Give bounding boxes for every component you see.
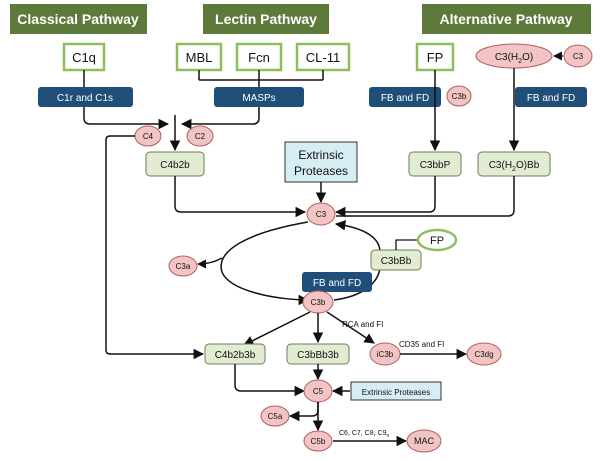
mbl-box: MBL bbox=[175, 42, 223, 72]
ic3b-oval: iC3b bbox=[369, 342, 401, 366]
c3b-to-ic3b-arrow bbox=[326, 311, 375, 344]
lectin-pathway-header: Lectin Pathway bbox=[203, 4, 329, 34]
c3h2obb-box: C3(H2O)Bb bbox=[477, 151, 551, 177]
loop-left-arrow bbox=[220, 221, 310, 306]
extrinsic-proteases-small-box: Extrinsic Proteases bbox=[350, 381, 442, 401]
svg-text:C3(H2O): C3(H2O) bbox=[495, 52, 533, 65]
c5b-oval: C5b bbox=[303, 430, 333, 452]
c3dg-oval: C3dg bbox=[466, 342, 502, 366]
fp-top-box: FP bbox=[415, 42, 455, 72]
svg-text:Extrinsic: Extrinsic bbox=[298, 148, 343, 162]
masps-to-c4b2b-arrow bbox=[180, 107, 260, 130]
svg-text:C4b2b3b: C4b2b3b bbox=[215, 350, 256, 361]
svg-text:C4b2b: C4b2b bbox=[160, 160, 190, 171]
cd35-fi-label: CD35 and FI bbox=[399, 340, 444, 349]
c3-top-oval: C3 bbox=[563, 44, 593, 68]
extrinsic-proteases-box: Extrinsic Proteases bbox=[284, 141, 358, 183]
svg-text:Lectin Pathway: Lectin Pathway bbox=[215, 11, 317, 27]
svg-text:C4: C4 bbox=[143, 132, 154, 141]
svg-text:C2: C2 bbox=[195, 132, 206, 141]
c3bbp-box: C3bbP bbox=[408, 151, 462, 177]
svg-text:Fcn: Fcn bbox=[248, 50, 270, 65]
c3b-center-oval: C3b bbox=[302, 290, 334, 314]
svg-text:C3a: C3a bbox=[176, 262, 191, 271]
svg-text:C3b: C3b bbox=[311, 298, 326, 307]
svg-text:FP: FP bbox=[430, 235, 444, 247]
c4b2b-box: C4b2b bbox=[145, 151, 205, 177]
svg-text:FB and FD: FB and FD bbox=[381, 93, 429, 104]
c3-h2o-oval: C3(H2O) bbox=[475, 43, 553, 69]
svg-text:Extrinsic Proteases: Extrinsic Proteases bbox=[362, 388, 430, 397]
c4-to-c4b2b3b-arrow bbox=[105, 135, 205, 360]
svg-text:C3bBb: C3bBb bbox=[381, 256, 412, 267]
svg-text:C3b: C3b bbox=[452, 92, 467, 101]
masps-label: MASPs bbox=[214, 87, 304, 107]
svg-text:CL-11: CL-11 bbox=[306, 50, 340, 65]
c4-oval: C4 bbox=[134, 125, 162, 147]
svg-text:C5: C5 bbox=[313, 387, 324, 396]
loop-right-upper-arrow bbox=[334, 220, 381, 253]
cl11-box: CL-11 bbox=[295, 42, 351, 72]
svg-text:iC3b: iC3b bbox=[377, 350, 394, 359]
alternative-pathway-header: Alternative Pathway bbox=[422, 4, 591, 34]
c3b-top-oval: C3b bbox=[446, 85, 472, 107]
svg-text:C3dg: C3dg bbox=[474, 350, 493, 359]
svg-text:C3: C3 bbox=[316, 210, 327, 219]
c1r-c1s-label: C1r and C1s bbox=[38, 87, 133, 107]
c4b2b-to-c3-arrow bbox=[174, 176, 307, 218]
c2-oval: C2 bbox=[186, 125, 214, 147]
svg-text:FB and FD: FB and FD bbox=[527, 93, 575, 104]
c3h2obb-to-c3-line bbox=[336, 176, 515, 217]
svg-text:C5a: C5a bbox=[268, 412, 283, 421]
svg-text:MASPs: MASPs bbox=[242, 93, 275, 104]
svg-text:C5b: C5b bbox=[311, 437, 326, 446]
svg-text:C1r and C1s: C1r and C1s bbox=[57, 93, 113, 104]
c5-oval: C5 bbox=[303, 379, 333, 403]
rca-fi-label: RCA and FI bbox=[342, 320, 383, 329]
fb-fd-label-2: FB and FD bbox=[515, 87, 587, 107]
classical-pathway-header: Classical Pathway bbox=[10, 4, 147, 34]
svg-text:Classical Pathway: Classical Pathway bbox=[17, 11, 139, 27]
svg-text:C3bBb3b: C3bBb3b bbox=[297, 350, 339, 361]
fp-stabilizer-line bbox=[395, 239, 418, 250]
c3-to-c3a-arrow bbox=[197, 257, 223, 269]
fcn-box: Fcn bbox=[235, 42, 283, 72]
c4b2b3b-box: C4b2b3b bbox=[204, 343, 266, 365]
c3a-oval: C3a bbox=[168, 255, 198, 277]
c3bbb-box: C3bBb bbox=[370, 249, 422, 271]
c4b2b3b-to-c5-arrow bbox=[234, 364, 306, 397]
svg-text:C3(H2O)Bb: C3(H2O)Bb bbox=[489, 160, 540, 173]
svg-text:C3: C3 bbox=[573, 52, 584, 61]
svg-text:FB and FD: FB and FD bbox=[313, 278, 361, 289]
svg-text:MBL: MBL bbox=[186, 50, 213, 65]
c3b-to-c4b2b3b-arrow bbox=[243, 311, 311, 346]
c5-to-c5a-arrow bbox=[288, 402, 319, 422]
fp-loop-oval: FP bbox=[416, 228, 458, 252]
mac-oval: MAC bbox=[406, 429, 442, 453]
mac-components-label: C6, C7, C8, C9n bbox=[339, 430, 389, 439]
svg-text:C3bbP: C3bbP bbox=[420, 160, 451, 171]
svg-text:Proteases: Proteases bbox=[294, 164, 348, 178]
fb-fd-label-3: FB and FD bbox=[302, 272, 372, 292]
c1-to-c4b2b-arrow bbox=[83, 107, 170, 130]
fb-fd-label-1: FB and FD bbox=[369, 87, 441, 107]
c1q-box: C1q bbox=[62, 42, 106, 72]
svg-text:MAC: MAC bbox=[414, 436, 435, 446]
c3bbb3b-box: C3bBb3b bbox=[286, 343, 350, 365]
svg-text:C1q: C1q bbox=[72, 50, 96, 65]
c5a-oval: C5a bbox=[260, 405, 290, 427]
c3bbp-to-c3-arrow bbox=[334, 176, 436, 218]
svg-text:Alternative Pathway: Alternative Pathway bbox=[439, 11, 572, 27]
initiator-connectors bbox=[83, 68, 515, 150]
c3-center-oval: C3 bbox=[306, 202, 336, 226]
svg-text:FP: FP bbox=[427, 50, 444, 65]
